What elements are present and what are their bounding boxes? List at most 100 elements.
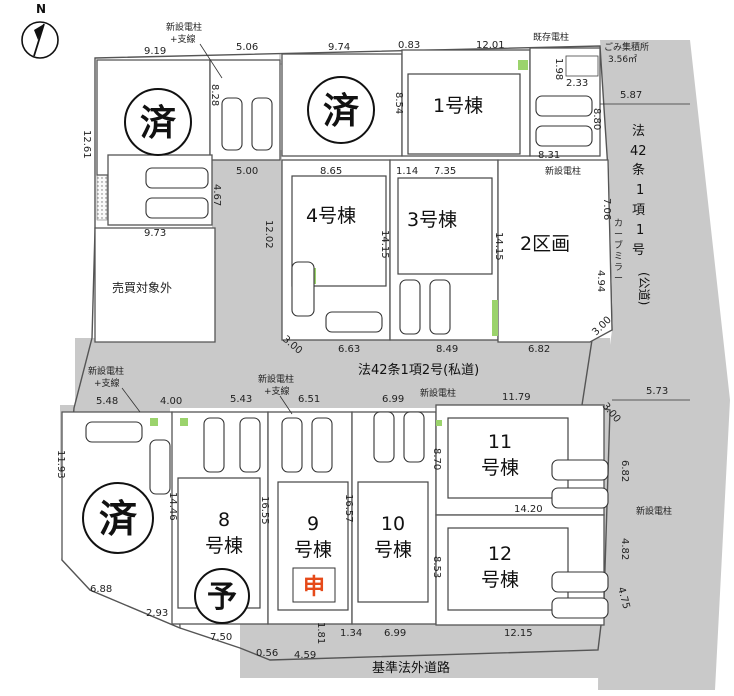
existing-pole-label: 既存電柱: [533, 31, 569, 43]
road-labels: 法 42 条 1 項 1 号 (公道) 法42条1項2号(私道) 基準法外道路: [358, 124, 651, 676]
building-3-label: 3号棟: [407, 209, 457, 231]
dim-5-43: 5.43: [230, 394, 252, 405]
dim-4-94: 4.94: [595, 270, 606, 292]
dim-1-14: 1.14: [396, 166, 418, 177]
building-8-suffix: 号棟: [205, 535, 243, 557]
area-2-label: 2区画: [520, 233, 570, 255]
outside-sale-label: 売買対象外: [112, 280, 172, 295]
public-road-label-6: 1: [636, 223, 644, 238]
public-road-label-4: 1: [636, 183, 644, 198]
dim-7-35: 7.35: [434, 166, 456, 177]
building-9-num: 9: [307, 513, 319, 535]
dim-5-06: 5.06: [236, 42, 258, 53]
dim-6-88: 6.88: [90, 584, 112, 595]
garbage-label: ごみ集積所: [604, 41, 649, 53]
applied-stamp-box: [292, 567, 336, 603]
reserved-stamp-text: 予: [207, 580, 237, 615]
public-road-area: [598, 40, 730, 690]
public-road-label-7: 号: [632, 243, 645, 258]
applied-stamp-text: 申: [303, 575, 325, 600]
dim-11-93: 11.93: [55, 450, 66, 479]
dim-4-67: 4.67: [211, 184, 222, 206]
sold-stamp-nw: [124, 88, 192, 156]
dim-1-98: 1.98: [553, 58, 564, 80]
central-lane-area: [212, 150, 282, 340]
new-pole-top-label: 新設電柱: [166, 21, 202, 33]
new-pole-right2-label: 新設電柱: [636, 505, 672, 517]
dim-4-00: 4.00: [160, 396, 182, 407]
dim-5-48: 5.48: [96, 396, 118, 407]
dim-16-57: 16.57: [343, 494, 354, 523]
public-road-label-8: (公道): [637, 272, 651, 305]
dim-8-53: 8.53: [431, 556, 442, 578]
dim-1-34: 1.34: [340, 628, 362, 639]
public-road-label-5: 項: [632, 203, 645, 218]
lot-outside-sale[interactable]: [94, 227, 216, 343]
public-road-label-2: 42: [630, 144, 647, 159]
sold-stamp-nw-text: 済: [140, 103, 176, 144]
dim-4-82: 4.82: [619, 538, 630, 560]
dim-16-55: 16.55: [259, 496, 270, 525]
new-pole-right1-label: 新設電柱: [545, 165, 581, 177]
dim-2-33: 2.33: [566, 78, 588, 89]
dim-8-70: 8.70: [431, 448, 442, 470]
garbage-area: 3.56㎡: [608, 54, 637, 65]
sold-stamp-sw-text: 済: [99, 497, 138, 541]
new-pole-mid-label: 新設電柱: [258, 373, 294, 385]
dim-0-83: 0.83: [398, 40, 420, 51]
dim-5-87: 5.87: [620, 90, 642, 101]
base-road-label: 基準法外道路: [372, 660, 450, 676]
dim-8-54: 8.54: [393, 92, 404, 114]
dim-7-06: 7.06: [601, 198, 612, 220]
base-road-area: [240, 618, 610, 678]
new-pole-mid-sub: +支線: [264, 385, 290, 397]
building-9-suffix: 号棟: [294, 539, 332, 561]
carport-c1: カ: [614, 218, 623, 229]
dim-11-79: 11.79: [502, 392, 531, 403]
dim-12-15: 12.15: [504, 628, 533, 639]
carport-c5: ラ: [614, 262, 623, 273]
sold-stamp-n: [307, 76, 375, 144]
dim-6-63: 6.63: [338, 344, 360, 355]
house-footprints: [177, 73, 569, 611]
dim-5-00: 5.00: [236, 166, 258, 177]
annotation-labels: 新設電柱 +支線 既存電柱 ごみ集積所 3.56㎡ 新設電柱 カ ー ブ ミ ラ…: [88, 21, 672, 517]
sold-stamp-sw: [82, 482, 154, 554]
new-pole-left-sub: +支線: [94, 377, 120, 389]
dim-6-82: 6.82: [528, 344, 550, 355]
dim-12-02: 12.02: [263, 220, 274, 249]
carport-c4: ミ: [614, 252, 623, 262]
dim-9-19: 9.19: [144, 46, 166, 57]
building-labels: 1号棟 4号棟 3号棟 2区画 8 号棟 9 号棟 10 号棟 11 号棟 12…: [112, 95, 570, 591]
dim-7-50: 7.50: [210, 632, 232, 643]
public-road-label-1: 法: [632, 124, 645, 139]
dim-8-80: 8.80: [591, 108, 602, 130]
building-11-suffix: 号棟: [481, 457, 519, 479]
building-8-num: 8: [218, 509, 230, 531]
carport-c3: ブ: [614, 239, 623, 251]
building-12-num: 12: [488, 543, 512, 565]
dim-8-49: 8.49: [436, 344, 458, 355]
north-arrow: N: [21, 2, 59, 59]
dim-8-28: 8.28: [209, 84, 220, 106]
dim-6-51: 6.51: [298, 394, 320, 405]
new-pole-mid2-label: 新設電柱: [420, 387, 456, 399]
dim-5-73: 5.73: [646, 386, 668, 397]
building-10-num: 10: [381, 513, 405, 535]
dim-1-81: 1.81: [315, 622, 326, 644]
building-10-suffix: 号棟: [374, 539, 412, 561]
parking-cars: [85, 95, 609, 619]
new-pole-top-sub: +支線: [170, 33, 196, 45]
new-pole-left-label: 新設電柱: [88, 365, 124, 377]
reserved-stamp: [194, 568, 250, 624]
dim-14-20: 14.20: [514, 504, 543, 515]
north-label: N: [36, 2, 46, 16]
building-12-suffix: 号棟: [481, 569, 519, 591]
dim-9-74: 9.74: [328, 42, 350, 53]
private-road-area: [75, 338, 610, 408]
building-4-label: 4号棟: [306, 205, 356, 227]
dim-2-93: 2.93: [146, 608, 168, 619]
dim-0-56: 0.56: [256, 648, 278, 659]
dim-12-01: 12.01: [476, 40, 505, 51]
